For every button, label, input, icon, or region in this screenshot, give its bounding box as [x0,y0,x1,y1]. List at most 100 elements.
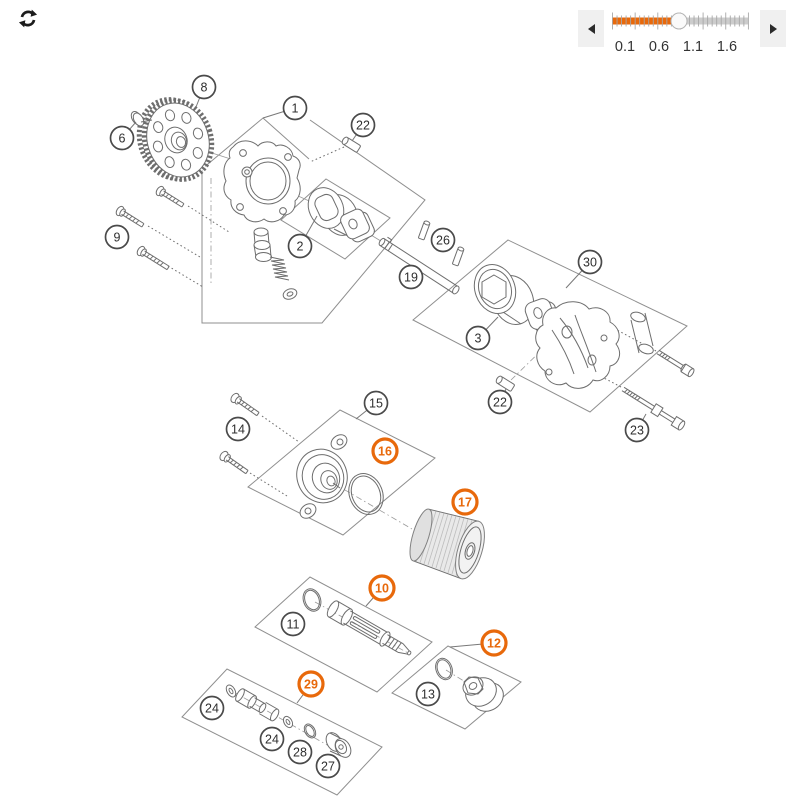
part-oring-11 [302,588,322,612]
callout-circle[interactable] [287,739,313,765]
part-filter-cover [296,434,348,519]
tick-label: 1.6 [717,39,737,55]
callout-number: 13 [421,687,435,701]
part-drain-plug [462,676,504,712]
part-pump-body [535,301,654,389]
callout-number: 8 [201,80,208,94]
callout-number: 26 [436,233,450,247]
part-oil-screen [326,600,412,656]
callout-circle[interactable] [480,629,508,657]
part-pin-22b [495,375,515,392]
tick-label: 0.1 [615,39,635,55]
callout-circle[interactable] [259,726,285,752]
callout-circle[interactable] [109,125,135,151]
callouts: 8 6 1 22 9 2 26 19 30 3 22 23 15 14 16 17 10 11 12 13 29 24 24… [104,74,650,779]
callout-circle[interactable] [287,233,313,259]
callout-24[interactable]: 24 [259,726,285,752]
callout-22[interactable]: 22 [487,389,513,415]
part-oil-filter [409,508,485,580]
callout-6[interactable]: 6 [109,125,135,151]
part-screws-14 [219,392,260,475]
callout-number: 22 [356,118,370,132]
callout-number: 17 [458,495,472,509]
callout-circle[interactable] [282,95,308,121]
panel-filter-cover [247,409,436,536]
callout-circle[interactable] [104,224,130,250]
callout-number: 28 [293,745,307,759]
callout-number: 11 [287,617,300,631]
callout-circle[interactable] [297,670,325,698]
callout-17[interactable]: 17 [451,488,479,516]
callout-circle[interactable] [371,437,399,465]
callout-circle[interactable] [465,325,491,351]
zoom-out-button[interactable] [578,10,604,47]
callout-circle[interactable] [191,74,217,100]
zoom-slider[interactable]: 0.1 0.6 1.1 1.6 [607,8,753,60]
callout-number: 15 [369,396,383,410]
callout-circle[interactable] [199,695,225,721]
callout-number: 1 [292,101,299,115]
callout-number: 10 [375,581,389,595]
callout-3[interactable]: 3 [465,325,491,351]
panel-rotors [280,178,391,260]
callout-19[interactable]: 19 [398,264,424,290]
tick-label: 0.6 [649,39,669,55]
tick-label: 1.1 [683,39,703,55]
callout-circle[interactable] [415,681,441,707]
callout-11[interactable]: 11 [280,611,306,637]
callout-14[interactable]: 14 [225,416,251,442]
part-oring-13 [435,657,453,681]
callout-12[interactable]: 12 [480,629,508,657]
panel-outer-pump [412,239,688,413]
part-pin-22a [341,136,361,153]
callout-circle[interactable] [368,574,396,602]
refresh-button[interactable] [17,9,39,31]
callout-10[interactable]: 10 [368,574,396,602]
callout-number: 16 [378,444,392,458]
part-rotor-set [307,187,375,243]
callout-circle[interactable] [398,264,424,290]
callout-13[interactable]: 13 [415,681,441,707]
refresh-icon [18,9,38,28]
callout-circle[interactable] [487,389,513,415]
callout-circle[interactable] [577,249,603,275]
callout-number: 22 [493,395,507,409]
callout-circle[interactable] [315,753,341,779]
callout-circle[interactable] [225,416,251,442]
part-screws-9 [115,185,185,271]
callout-28[interactable]: 28 [287,739,313,765]
part-drive-gear [136,97,215,182]
zoom-in-button[interactable] [760,10,786,47]
callout-15[interactable]: 15 [363,390,389,416]
callout-number: 6 [119,131,126,145]
callout-23[interactable]: 23 [624,417,650,443]
slider-fill [612,17,679,25]
callout-circle[interactable] [363,390,389,416]
callout-22[interactable]: 22 [350,112,376,138]
part-pins-26 [418,220,465,267]
callout-29[interactable]: 29 [297,670,325,698]
callout-number: 2 [297,239,304,253]
part-oring-16 [348,473,384,515]
callout-9[interactable]: 9 [104,224,130,250]
callout-30[interactable]: 30 [577,249,603,275]
callout-2[interactable]: 2 [287,233,313,259]
callout-1[interactable]: 1 [282,95,308,121]
callout-circle[interactable] [451,488,479,516]
callout-24[interactable]: 24 [199,695,225,721]
callout-circle[interactable] [280,611,306,637]
part-pump-cover [223,140,301,223]
callout-26[interactable]: 26 [430,227,456,253]
callout-circle[interactable] [430,227,456,253]
callout-number: 12 [487,636,501,650]
callout-circle[interactable] [350,112,376,138]
panel-bypass-valve [181,668,383,796]
callout-circle[interactable] [624,417,650,443]
callout-number: 23 [630,423,644,437]
slider-handle[interactable] [670,12,688,30]
callout-16[interactable]: 16 [371,437,399,465]
callout-27[interactable]: 27 [315,753,341,779]
right-triangle-icon [769,23,777,34]
callout-8[interactable]: 8 [191,74,217,100]
